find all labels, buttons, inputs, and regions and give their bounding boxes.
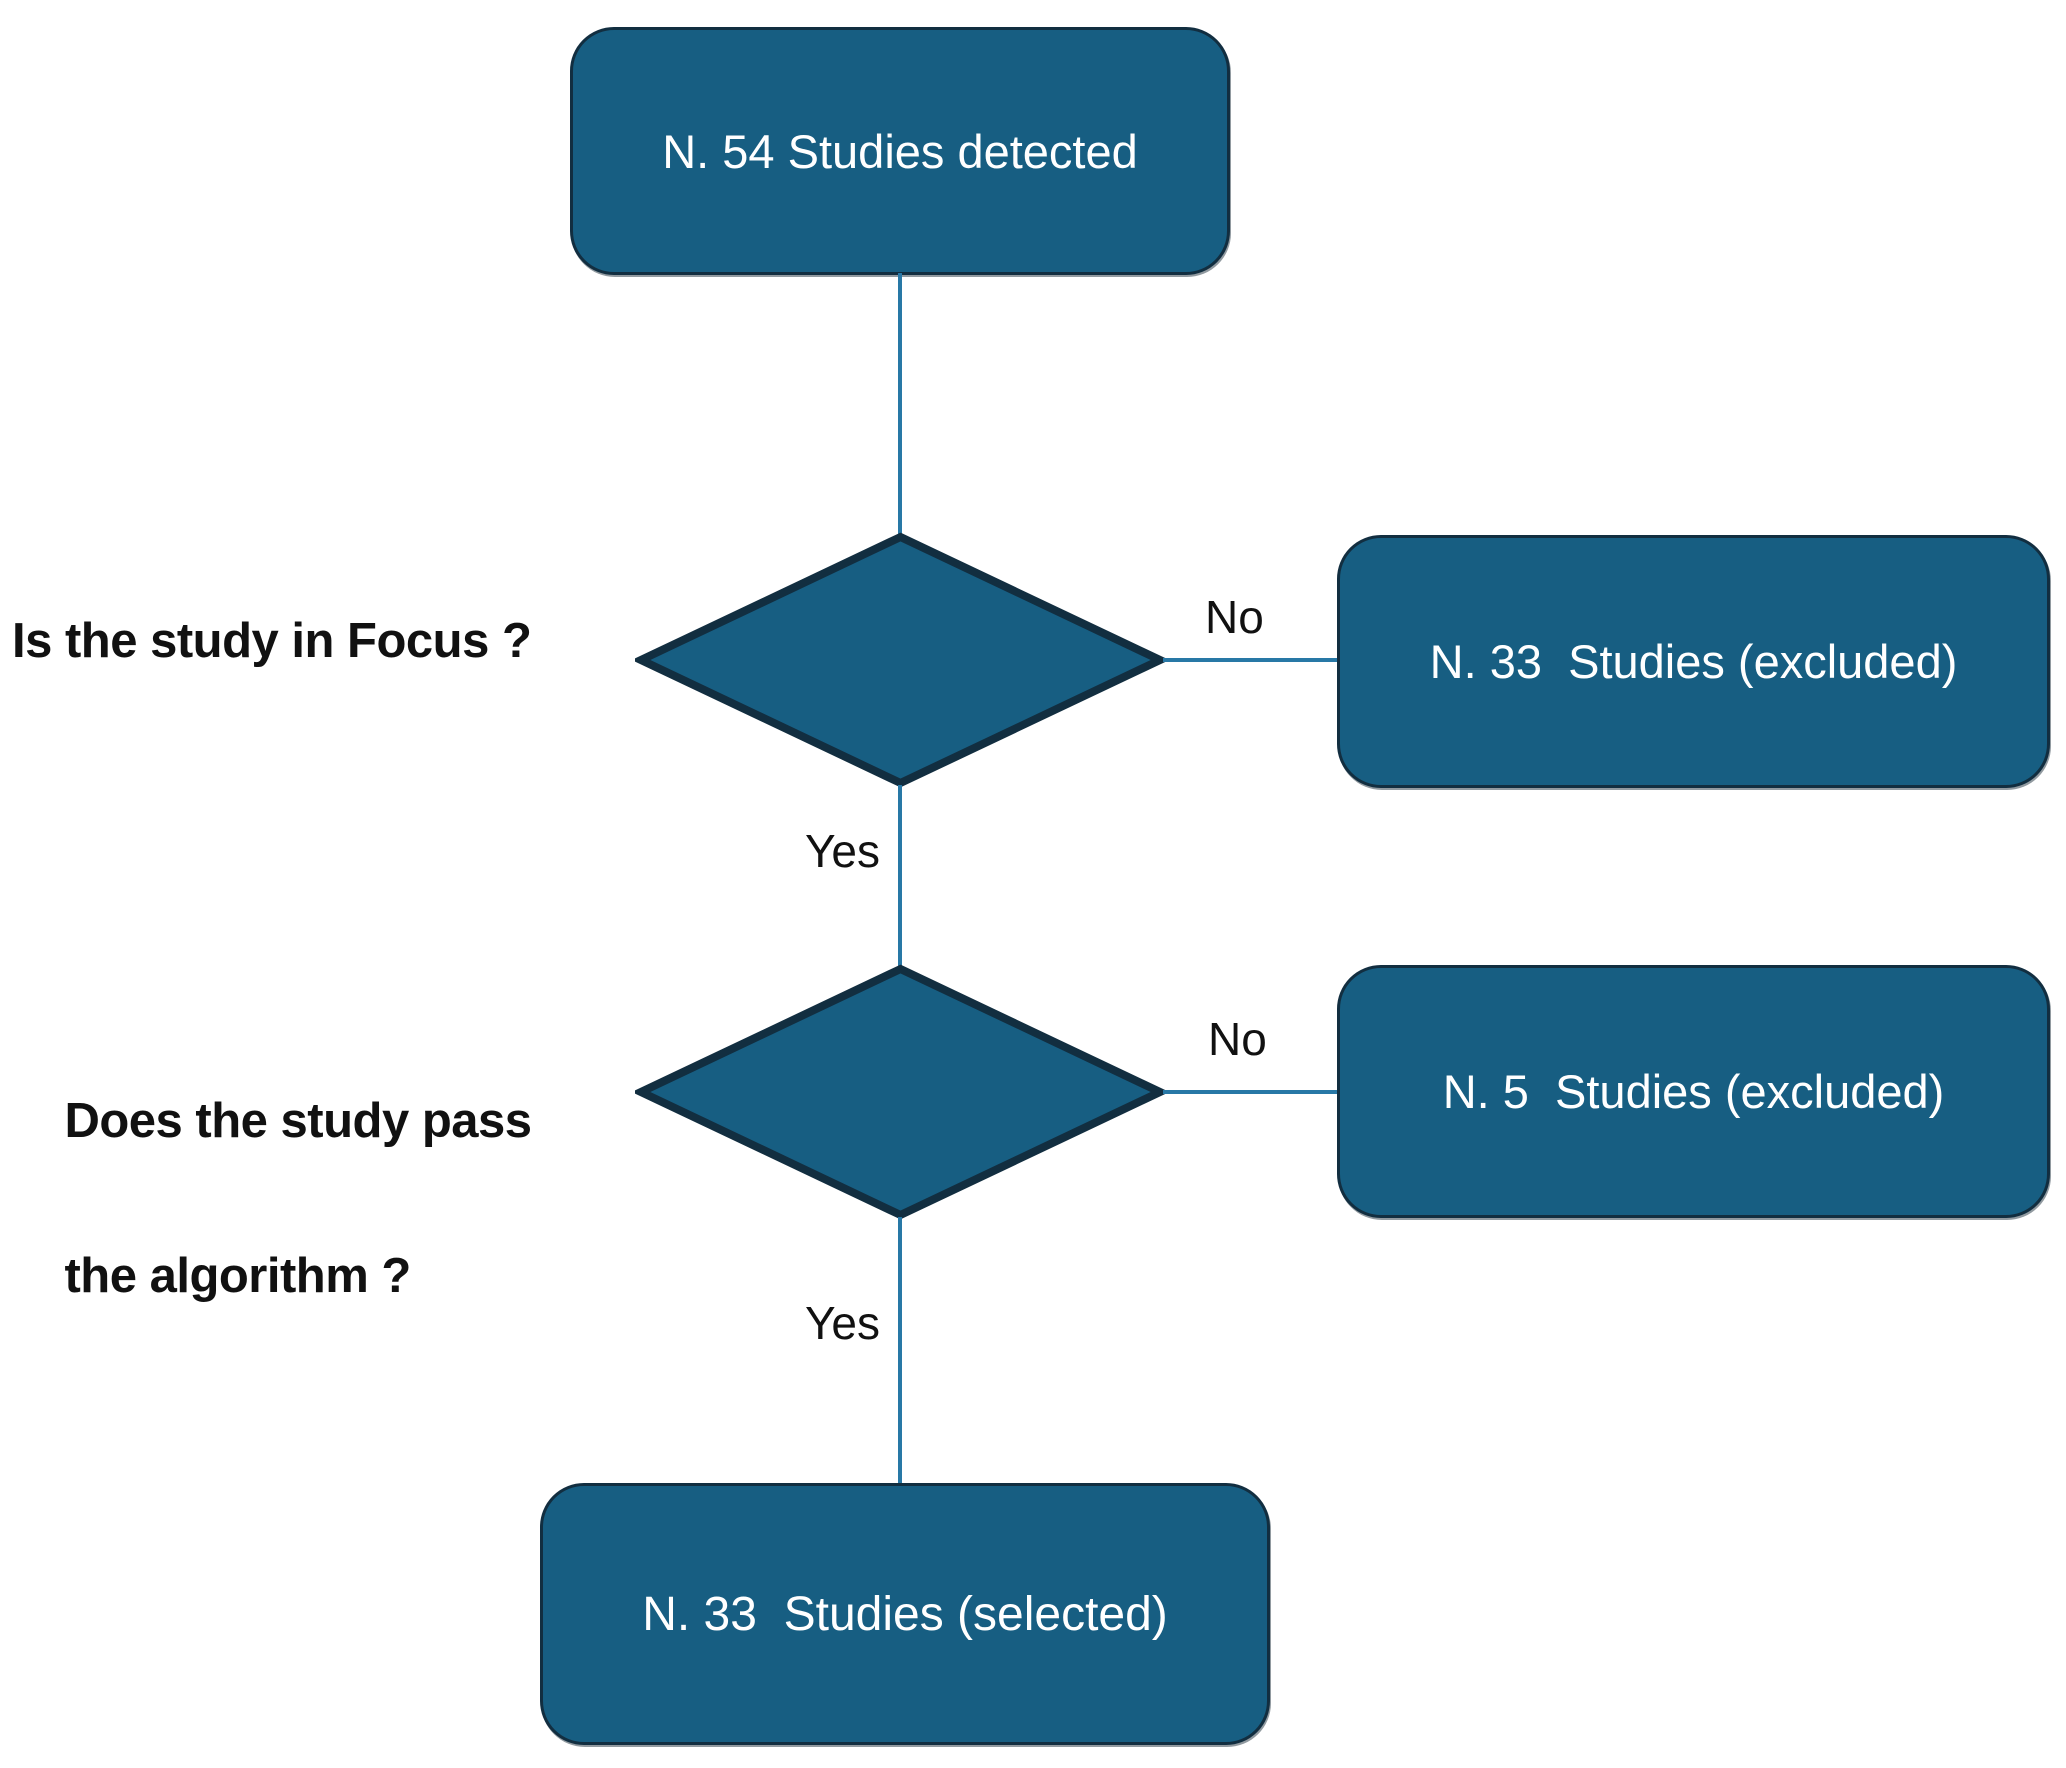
decision2-question-line1: Does the study pass (64, 1094, 532, 1149)
decision2-no-label: No (1208, 1013, 1267, 1065)
connector-decision1-yes (898, 785, 902, 967)
decision1-question: Is the study in Focus ? (12, 614, 532, 668)
decision1-diamond-shape (635, 532, 1166, 788)
decision1-excluded-node: N. 33 Studies (excluded) (1337, 535, 2050, 788)
decision2-excluded-node: N. 5 Studies (excluded) (1337, 965, 2050, 1218)
start-node-label: N. 54 Studies detected (662, 124, 1138, 178)
decision1-excluded-label: N. 33 Studies (excluded) (1429, 635, 1958, 688)
decision2-diamond-shape (635, 964, 1166, 1220)
end-node-label: N. 33 Studies (selected) (642, 1587, 1168, 1641)
start-node: N. 54 Studies detected (570, 27, 1230, 275)
decision2-excluded-label: N. 5 Studies (excluded) (1442, 1065, 1945, 1118)
decision2-question: Does the study pass the algorithm ? (12, 1006, 532, 1393)
connector-decision1-no (1163, 658, 1339, 662)
decision1-diamond (635, 532, 1166, 788)
decision2-yes-label: Yes (804, 1297, 880, 1349)
connector-decision2-no (1163, 1090, 1339, 1094)
connector-start-to-decision1 (898, 273, 902, 537)
connector-decision2-yes (898, 1217, 902, 1483)
decision2-diamond (635, 964, 1166, 1220)
decision1-yes-label: Yes (804, 825, 880, 877)
end-node: N. 33 Studies (selected) (540, 1483, 1270, 1745)
decision1-no-label: No (1205, 591, 1264, 643)
decision2-question-line2: the algorithm ? (64, 1249, 411, 1304)
